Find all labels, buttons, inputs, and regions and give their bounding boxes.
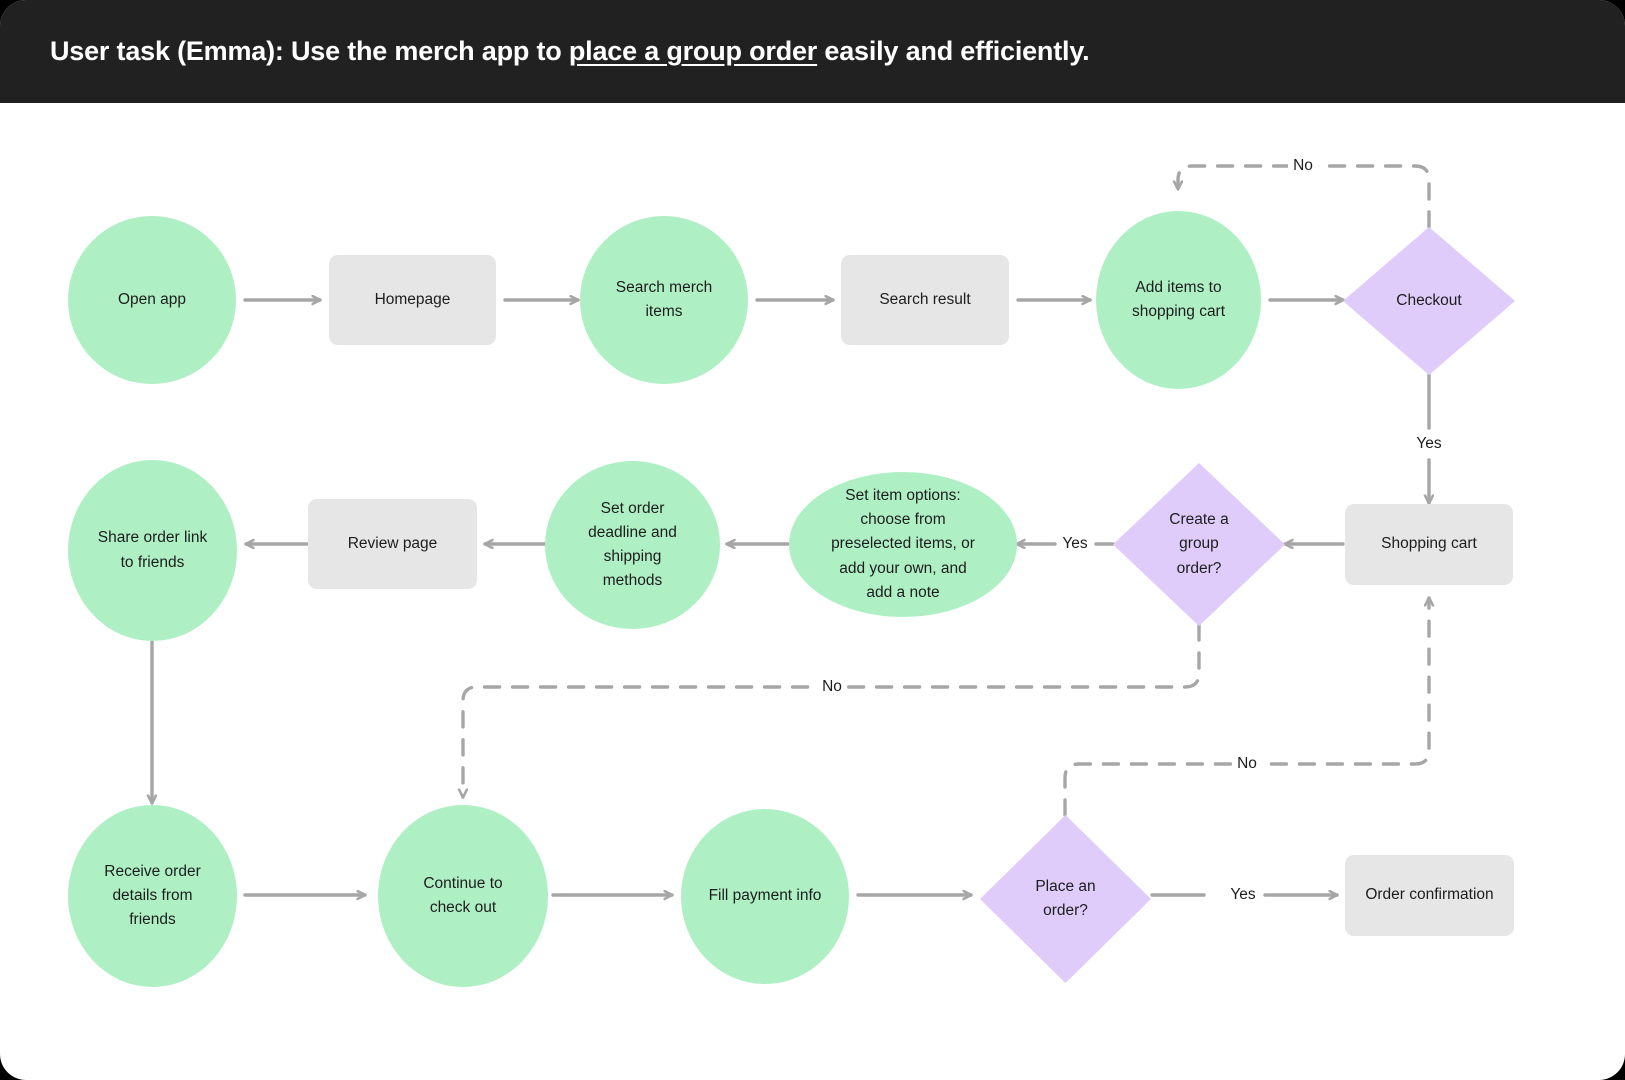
node-order-confirmation-label: Order confirmation xyxy=(1365,886,1494,904)
node-search-merch-items[interactable]: Search merch items xyxy=(580,216,748,384)
title-emphasis: place a group order xyxy=(568,36,818,66)
edge-label-place-order-no: No xyxy=(1232,755,1262,773)
node-set-order-deadline[interactable]: Set order deadline and shipping methods xyxy=(545,461,720,629)
edge-label-create-group-yes: Yes xyxy=(1057,535,1093,553)
title-suffix: easily and efficiently. xyxy=(817,36,1090,66)
edge-create-group-no-to-continue xyxy=(463,623,1201,799)
node-set-item-options[interactable]: Set item options: choose from preselecte… xyxy=(789,472,1017,617)
node-place-an-order-decision-label: Place an order? xyxy=(1035,877,1096,919)
node-fill-payment-info[interactable]: Fill payment info xyxy=(681,809,849,984)
node-open-app[interactable]: Open app xyxy=(68,216,236,384)
header-bar: User task (Emma): Use the merch app to p… xyxy=(0,0,1625,103)
title-prefix: User task (Emma): Use the merch app to xyxy=(50,36,569,66)
node-shopping-cart-label: Shopping cart xyxy=(1381,535,1477,553)
node-checkout-decision-label: Checkout xyxy=(1396,291,1462,309)
node-search-result[interactable]: Search result xyxy=(841,255,1009,345)
edge-checkout-no-to-add-items xyxy=(1178,164,1431,229)
node-receive-order-details[interactable]: Receive order details from friends xyxy=(68,805,237,987)
node-review-page-label: Review page xyxy=(347,534,438,552)
node-review-page[interactable]: Review page xyxy=(308,499,477,589)
node-open-app-label: Open app xyxy=(117,290,187,308)
flowchart-canvas: No Yes Yes No Yes No Open app Homepage S… xyxy=(0,103,1625,1080)
node-share-order-link[interactable]: Share order link to friends xyxy=(68,460,237,641)
node-receive-order-details-label: Receive order details from friends xyxy=(104,862,201,928)
node-search-result-label: Search result xyxy=(879,290,971,308)
edge-label-checkout-no: No xyxy=(1288,157,1318,175)
node-place-an-order-decision[interactable]: Place an order? xyxy=(980,815,1151,983)
node-fill-payment-info-label: Fill payment info xyxy=(708,887,822,905)
edge-label-place-order-yes: Yes xyxy=(1225,886,1261,904)
edge-place-order-no-to-cart xyxy=(1063,596,1429,817)
node-order-confirmation[interactable]: Order confirmation xyxy=(1345,855,1514,936)
edge-label-checkout-yes: Yes xyxy=(1411,435,1447,453)
node-add-items-to-cart-label: Add items to shopping cart xyxy=(1131,278,1226,320)
node-create-group-order-decision-label: Create a group order? xyxy=(1169,511,1229,577)
node-homepage[interactable]: Homepage xyxy=(329,255,496,345)
edge-label-create-group-no: No xyxy=(817,678,847,696)
node-homepage-label: Homepage xyxy=(374,290,451,308)
node-shopping-cart[interactable]: Shopping cart xyxy=(1345,504,1513,585)
node-share-order-link-label: Share order link to friends xyxy=(97,529,208,571)
node-add-items-to-cart[interactable]: Add items to shopping cart xyxy=(1096,211,1261,389)
node-set-order-deadline-label: Set order deadline and shipping methods xyxy=(588,499,677,590)
node-search-merch-items-label: Search merch items xyxy=(615,278,713,320)
node-set-item-options-label: Set item options: choose from preselecte… xyxy=(831,487,975,601)
node-continue-to-check-out-label: Continue to check out xyxy=(423,874,503,916)
node-continue-to-check-out[interactable]: Continue to check out xyxy=(378,805,548,987)
node-create-group-order-decision[interactable]: Create a group order? xyxy=(1113,463,1285,626)
page-title: User task (Emma): Use the merch app to p… xyxy=(0,36,1090,67)
node-checkout-decision[interactable]: Checkout xyxy=(1343,227,1515,375)
